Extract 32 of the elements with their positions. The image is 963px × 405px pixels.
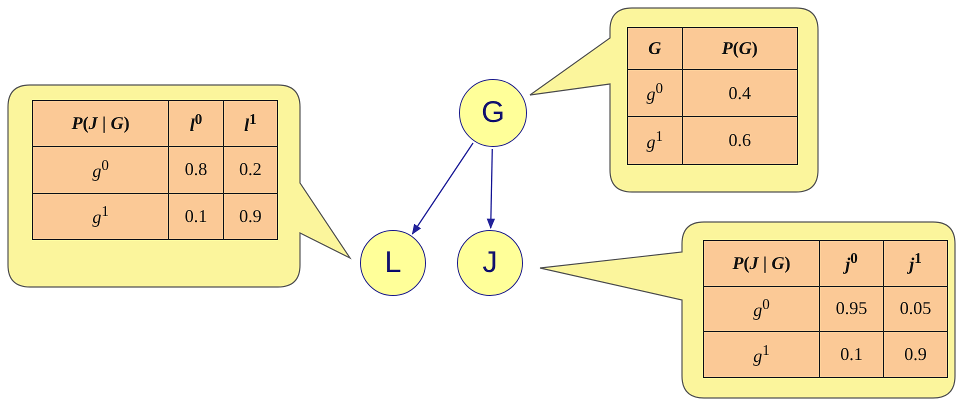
- table-cell: 0.8: [168, 146, 224, 194]
- table-cell: 0.1: [168, 193, 224, 240]
- table-cell: P(G): [682, 28, 798, 70]
- arrow: [412, 142, 474, 235]
- table-cell: G: [628, 28, 682, 70]
- variable-letter: G: [481, 96, 505, 130]
- table-cell: P(J | G): [704, 240, 820, 286]
- callout-bubble: [530, 8, 818, 192]
- arrow: [486, 148, 496, 230]
- table-cell: 0.95: [820, 286, 884, 332]
- variable-letter: L: [384, 246, 402, 280]
- table-cell: g$^{1}$: [704, 332, 820, 378]
- table-cell: 0.4: [682, 69, 798, 117]
- table-cell: g$^{1}$: [32, 193, 169, 240]
- table-cell: g$^{0}$: [32, 146, 169, 194]
- table-cell: 0.6: [682, 116, 798, 164]
- table-cell: 0.9: [223, 193, 278, 240]
- table-cell: g$^{0}$: [628, 69, 682, 117]
- table-cell: j$^{0}$: [820, 240, 884, 286]
- table-cell: j$^{1}$: [884, 240, 948, 286]
- table-cell: g$^{0}$: [704, 286, 820, 332]
- table-cell: 0.2: [223, 146, 278, 194]
- callout-bubble: [540, 222, 955, 398]
- table-cell: P(J | G): [32, 100, 169, 147]
- table-cell: l$^{0}$: [168, 100, 224, 147]
- table-cell: g$^{1}$: [628, 116, 682, 164]
- table-cell: 0.9: [884, 332, 948, 378]
- table-cell: 0.05: [884, 286, 948, 332]
- table-cell: 0.1: [820, 332, 884, 378]
- table-cell: l$^{1}$: [223, 100, 278, 147]
- callout-bubble: [8, 85, 350, 287]
- variable-letter: J: [482, 246, 498, 280]
